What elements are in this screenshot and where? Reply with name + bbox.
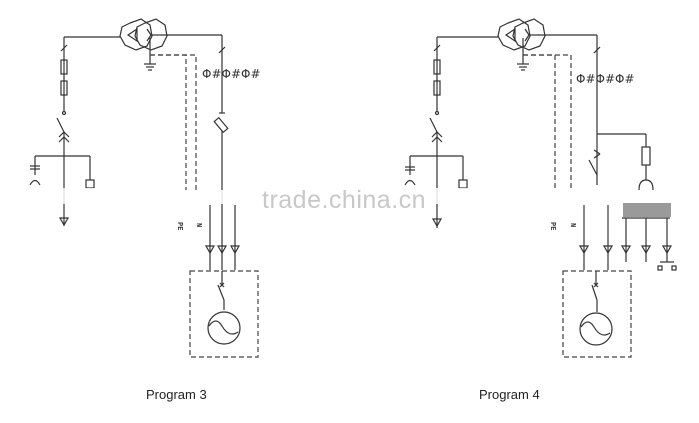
pe-label: PE [548,222,556,230]
fuse-icon [433,80,441,96]
plug-icon [638,179,654,191]
program-4-caption: Program 4 [479,387,540,402]
arrester-icon [404,179,416,186]
generator-icon [579,312,613,346]
watermark: trade.china.cn [262,186,427,214]
fuse-icon [433,59,441,75]
busbar [623,203,671,217]
pe-label: PE [175,222,183,230]
cabinet-icon [85,179,95,189]
transformer-symbol [119,18,168,51]
program-4-diagram: Φ#Φ#Φ# PE N [398,18,677,358]
ground-icon [144,38,156,71]
n-label: N [194,223,202,227]
fuse-icon [213,116,229,134]
cabinet-icon [458,179,468,189]
ground-icon [517,38,529,71]
program-3-diagram: Φ#Φ#Φ# PE N [25,18,261,358]
meter-symbol: Φ#Φ#Φ# [202,67,261,81]
generator-icon [207,311,241,345]
motor-enclosure [562,270,632,358]
fuse-icon [60,59,68,75]
fuse-icon [641,146,651,166]
n-label: N [568,223,576,227]
transformer-symbol [497,18,546,51]
switch-icon [56,117,65,133]
fuse-icon [60,80,68,96]
program-3-caption: Program 3 [146,387,207,402]
switch-icon [429,117,438,133]
motor-enclosure [189,270,259,358]
meter-symbol: Φ#Φ#Φ# [576,72,635,86]
arrester-icon [29,179,41,186]
